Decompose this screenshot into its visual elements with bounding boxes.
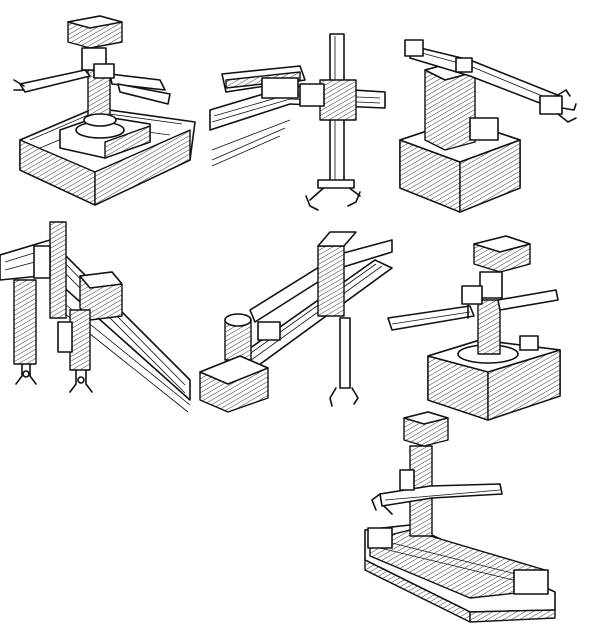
cylindrical-robot-top-left (13, 15, 196, 206)
overhead-gantry-middle-left (0, 221, 191, 413)
gantry-robot-top-center (209, 33, 386, 211)
cartesian-robot-middle-center (199, 231, 393, 413)
polar-robot-top-right (399, 39, 577, 213)
cylindrical-robot-middle-right (387, 235, 561, 421)
rail-robot-bottom (364, 411, 556, 623)
